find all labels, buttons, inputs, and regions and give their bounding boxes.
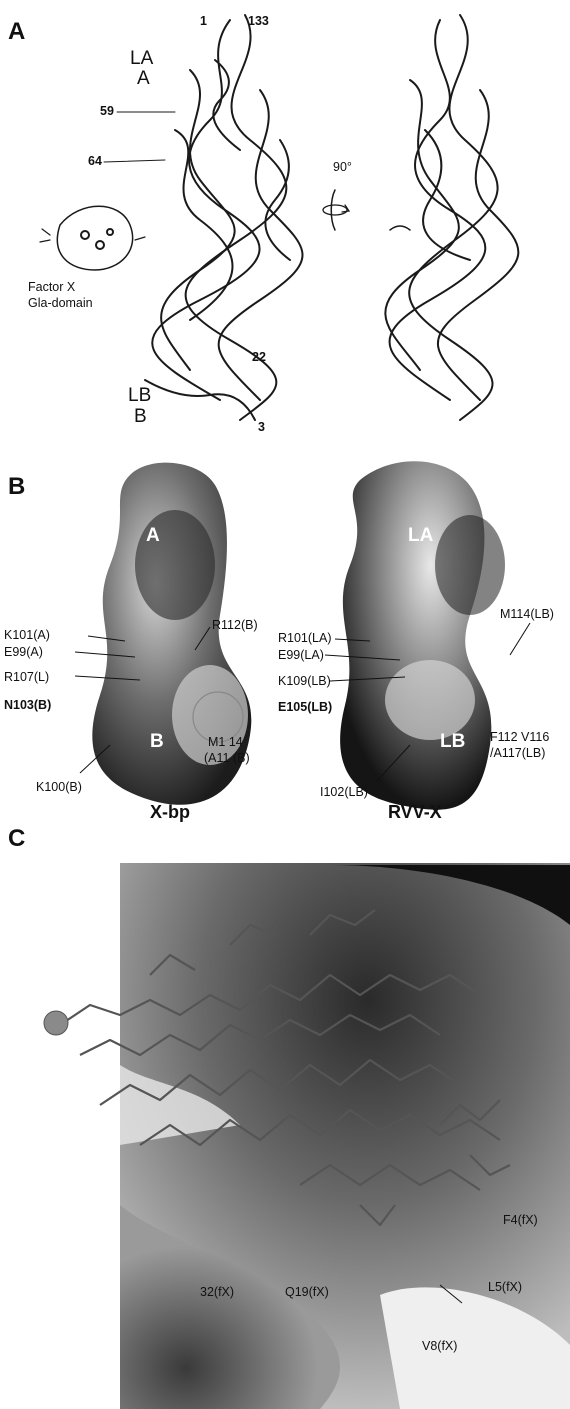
residue-1-label: 1	[200, 14, 207, 28]
residue-22-label: 22	[252, 350, 266, 364]
panel-a-label: A	[8, 18, 25, 46]
panel-b-label: B	[8, 473, 25, 501]
residue-64-label: 64	[88, 154, 102, 168]
v8-fx-label: V8(fX)	[422, 1339, 457, 1353]
r112-label: R112(B)	[212, 618, 258, 632]
region-a-surface-label: A	[146, 525, 160, 547]
r32-fx-label: 32(fX)	[200, 1285, 234, 1299]
region-la-surface-label: LA	[408, 525, 433, 547]
ribbon-strand	[161, 70, 234, 370]
k100-label: K100(B)	[36, 780, 82, 794]
ribbon-structure-figure	[0, 0, 570, 455]
rvv-x-caption: RVV-X	[388, 802, 442, 823]
rotation-label: 90°	[333, 160, 352, 174]
panel-c-label: C	[8, 825, 25, 853]
region-b-label: B	[134, 406, 147, 428]
residue-59-label: 59	[100, 104, 114, 118]
residue-3-label: 3	[258, 420, 265, 434]
m114-label: M1 14	[208, 735, 243, 749]
ion-sphere	[44, 1011, 68, 1035]
a114-label: (A11 (B)	[204, 751, 250, 765]
ribbon-strand	[175, 130, 233, 320]
f112-label: F112 V116	[490, 730, 549, 744]
factor-x-label: Factor X	[28, 280, 75, 294]
r107-label: R107(L)	[4, 670, 49, 684]
k101-label: K101(A)	[4, 628, 50, 642]
ribbon-strand	[145, 380, 255, 420]
region-b-surface-label: B	[150, 731, 164, 753]
binding-interface-figure	[0, 825, 570, 1409]
i102-lb-label: I102(LB)	[320, 785, 368, 799]
x-bp-caption: X-bp	[150, 802, 190, 823]
panel-c: C F4(fX) L5(fX) V8(fX) Q19(fX) 32(fX)	[0, 825, 570, 1409]
a117-lb-label: /A117(LB)	[490, 746, 545, 760]
k109-lb-label: K109(LB)	[278, 674, 331, 688]
r101-la-label: R101(LA)	[278, 631, 332, 645]
region-lb-surface-label: LB	[440, 731, 465, 753]
ribbon-strand	[213, 60, 240, 150]
region-a-label: A	[137, 68, 150, 90]
e99-la-label: E99(LA)	[278, 648, 324, 662]
f4-fx-label: F4(fX)	[503, 1213, 538, 1227]
ribbon-strand	[152, 20, 259, 400]
e105-lb-label: E105(LB)	[278, 700, 332, 714]
gla-domain-label: Gla-domain	[28, 296, 93, 310]
region-la-label: LA	[130, 48, 153, 70]
m114-lb-label: M114(LB)	[500, 607, 554, 621]
l5-fx-label: L5(fX)	[488, 1280, 522, 1294]
e99-label: E99(A)	[4, 645, 43, 659]
panel-a: A LA A 1 133 59 64 90° Factor X Gla-doma…	[0, 0, 570, 455]
q19-fx-label: Q19(fX)	[285, 1285, 329, 1299]
panel-b: B A B K101(A) E99(A) R107(L) N103(B) K10…	[0, 455, 570, 825]
rvv-x-surface	[340, 461, 491, 809]
gla-domain-shape	[57, 206, 132, 270]
residue-133-label: 133	[248, 14, 269, 28]
n103-label: N103(B)	[4, 698, 51, 712]
region-lb-label: LB	[128, 385, 151, 407]
